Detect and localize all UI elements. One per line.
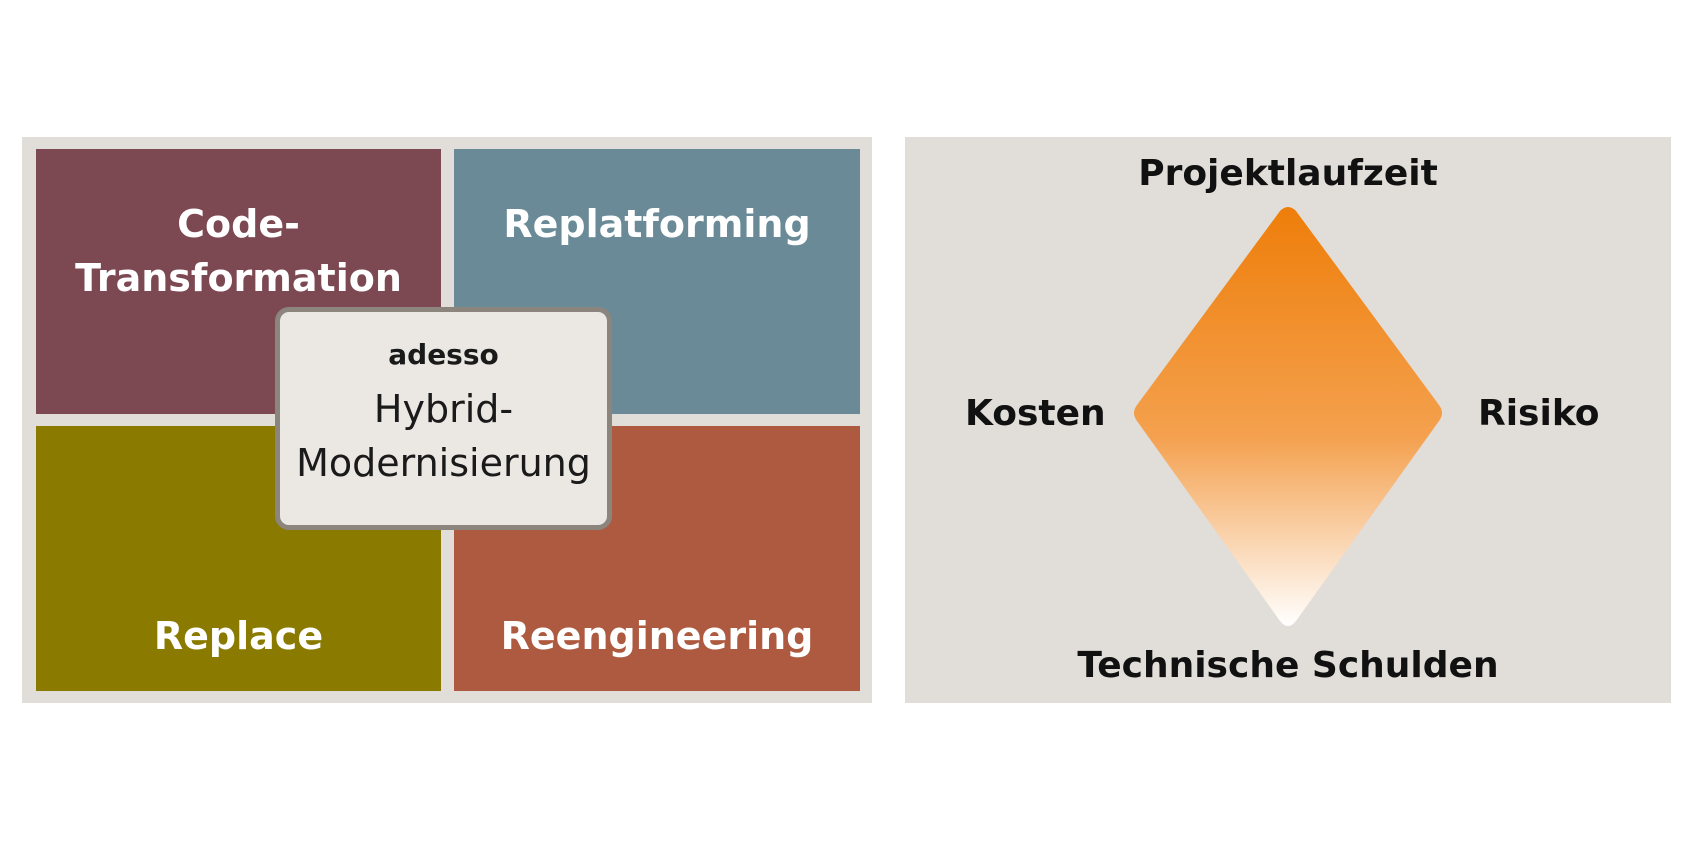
- diamond-shape: [1134, 207, 1442, 626]
- quadrant-code-transformation: Code- Transformation: [36, 149, 441, 414]
- modernization-approaches-panel: Code- Transformation Replatforming Repla…: [22, 137, 872, 703]
- quadrant-label-reengineering: Reengineering: [500, 614, 814, 658]
- label-risk: Risiko: [1478, 393, 1600, 434]
- label-project-duration: Projektlaufzeit: [1138, 153, 1438, 194]
- quadrant-label-replace: Replace: [153, 614, 324, 658]
- center-title: Hybrid- Modernisierung: [296, 387, 591, 485]
- center-brand-label: adesso: [388, 338, 499, 371]
- quadrant-label-replatforming: Replatforming: [503, 202, 811, 246]
- tradeoff-diamond-panel: Projektlaufzeit Kosten Risiko Technische…: [905, 137, 1671, 703]
- label-costs: Kosten: [965, 393, 1106, 434]
- label-technical-debt: Technische Schulden: [1077, 645, 1499, 686]
- quadrant-label-code-transformation: Code- Transformation: [75, 202, 402, 300]
- quadrant-replace: Replace: [36, 426, 441, 691]
- tradeoff-diamond: [1134, 207, 1442, 626]
- hybrid-modernization-box: adesso Hybrid- Modernisierung: [275, 307, 612, 530]
